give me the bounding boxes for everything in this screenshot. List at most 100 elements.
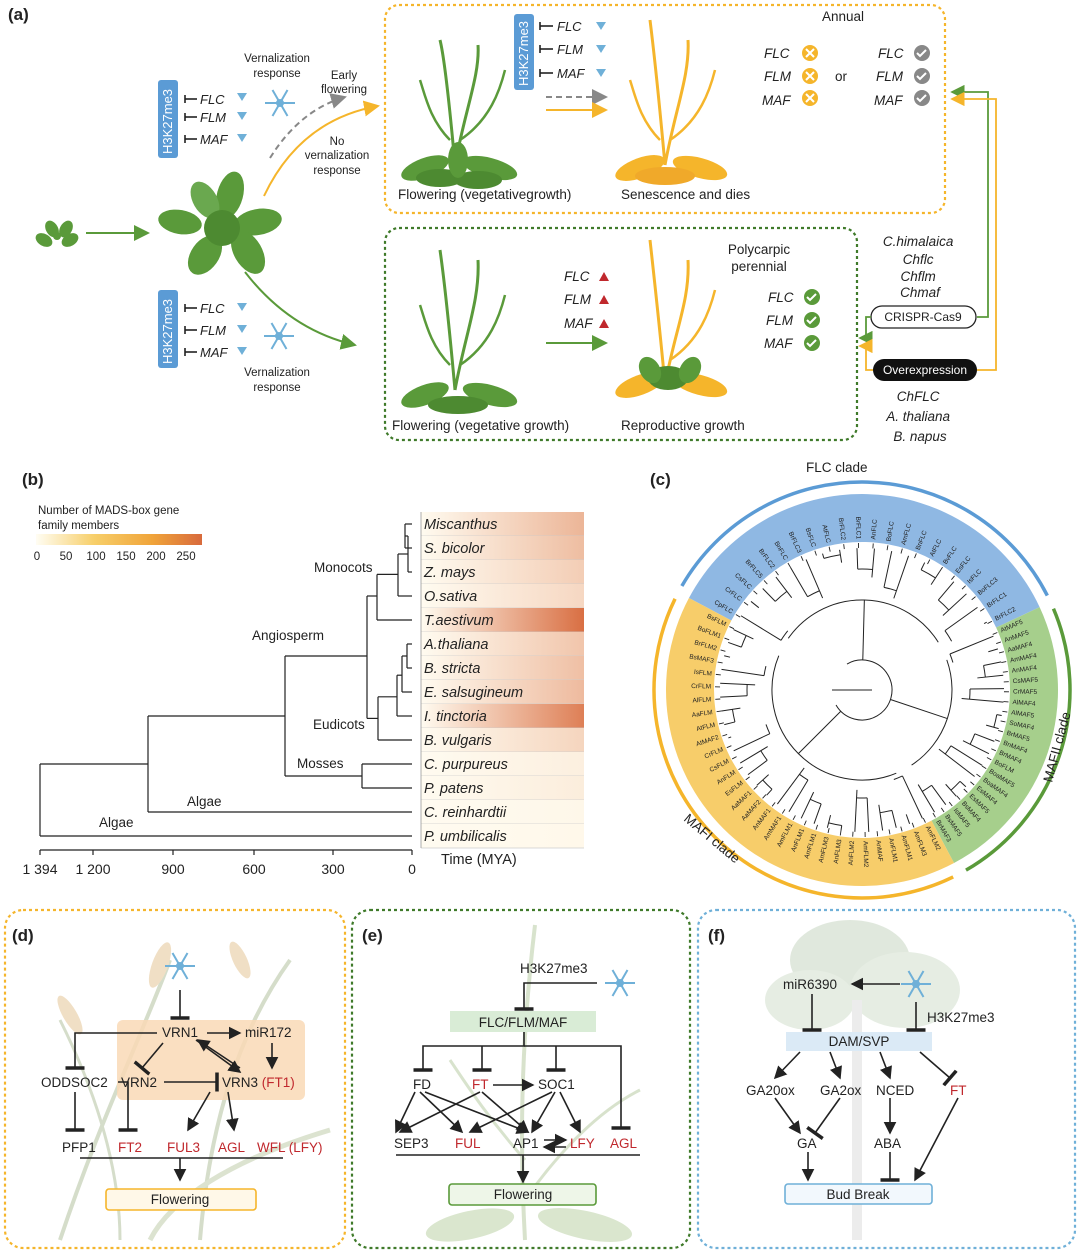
snowflake-icon xyxy=(264,322,294,350)
species-bar xyxy=(421,680,584,704)
species-label: Z. mays xyxy=(423,565,476,581)
clade-mosses: Mosses xyxy=(297,756,344,771)
overexpression-targets: ChFLC A. thaliana B. napus xyxy=(885,389,954,444)
flowering-veg-bottom-label: Flowering (vegetative growth) xyxy=(392,418,569,433)
leaf-label: BrFLC1 xyxy=(854,517,862,540)
species-bar xyxy=(421,752,584,776)
svg-text:MAF: MAF xyxy=(874,93,903,108)
species-bar xyxy=(421,704,584,728)
snowflake-icon xyxy=(901,970,931,998)
or-label: or xyxy=(835,69,848,84)
e-flc-box xyxy=(450,1011,596,1032)
leaf-label: AnMAF xyxy=(874,840,883,862)
svg-text:FLM: FLM xyxy=(876,69,904,84)
e-flowering-label: Flowering xyxy=(494,1187,553,1202)
species-label: S. bicolor xyxy=(424,541,486,557)
leaf-label: AtFLC xyxy=(820,524,831,544)
legend-tick: 0 xyxy=(34,551,40,563)
svg-text:MAF: MAF xyxy=(762,93,791,108)
f-bud-label: Bud Break xyxy=(826,1187,889,1202)
f-h3k27me3: H3K27me3 xyxy=(927,1010,995,1025)
species-bar xyxy=(421,824,584,848)
e-sep3: SEP3 xyxy=(394,1136,429,1151)
leaf-label: AaFLM xyxy=(691,709,713,719)
species-label: P. patens xyxy=(424,781,483,797)
clade-angiosperm: Angiosperm xyxy=(252,628,324,643)
clade-sector xyxy=(688,493,1040,628)
leaf-label: AnFLM1 xyxy=(887,838,899,864)
species-label: Miscanthus xyxy=(424,517,497,533)
legend-tick: 50 xyxy=(60,551,73,563)
svg-text:MAF: MAF xyxy=(200,345,229,360)
svg-text:FLM: FLM xyxy=(766,313,794,328)
e-agl: AGL xyxy=(610,1136,638,1151)
f-nced: NCED xyxy=(876,1083,915,1098)
perennial-box xyxy=(383,226,859,442)
svg-text:MAF: MAF xyxy=(200,132,229,147)
phylo-tree xyxy=(39,523,412,837)
leaf-label: AnFLM2 xyxy=(848,840,857,865)
leaf-label: AnFLC xyxy=(870,519,879,540)
leaf-label: AlMAF4 xyxy=(1012,699,1036,708)
panel-f-box xyxy=(696,908,1077,1250)
reproductive-label: Reproductive growth xyxy=(621,418,745,433)
f-aba: ABA xyxy=(874,1136,901,1151)
svg-text:FLM: FLM xyxy=(557,42,583,57)
f-dam: DAM/SVP xyxy=(829,1034,890,1049)
species-label: A.thaliana xyxy=(423,637,489,653)
tree-background-icon xyxy=(765,920,960,1240)
svg-text:FLC: FLC xyxy=(764,46,790,61)
leaf-label: BoFLC xyxy=(885,521,896,542)
clade-arc xyxy=(652,598,954,900)
clade-algae-2: Algae xyxy=(99,815,134,830)
flc-clade-label: FLC clade xyxy=(806,460,868,475)
species-bar xyxy=(421,560,584,584)
clade-arc xyxy=(680,480,1049,597)
reproductive-plant-icon xyxy=(615,239,728,398)
svg-text:FLM: FLM xyxy=(564,292,592,307)
svg-text:FLC: FLC xyxy=(200,92,225,107)
legend-tick: 250 xyxy=(176,551,195,563)
leaf-label: CsMAF5 xyxy=(1013,677,1039,685)
overexpression-box xyxy=(873,359,977,381)
e-ft: FT xyxy=(472,1077,489,1092)
seedling-icon xyxy=(35,220,79,247)
d-pfp1: PFP1 xyxy=(62,1140,96,1155)
panel-e-box xyxy=(350,908,692,1250)
e-flc: FLC/FLM/MAF xyxy=(479,1015,568,1030)
h3k27me3-block-annual: H3K27me3 FLC FLM MAF xyxy=(514,14,606,90)
species-label: O.sativa xyxy=(424,589,477,605)
overexpression-label: Overexpression xyxy=(883,363,967,377)
snowflake-icon xyxy=(165,952,195,980)
species-label: P. umbilicalis xyxy=(424,829,507,845)
f-ga20: GA20ox xyxy=(746,1083,795,1098)
panel-f-label: (f) xyxy=(708,926,725,945)
leaf-label: AmFLM2 xyxy=(862,841,870,868)
svg-text:FLC: FLC xyxy=(768,290,794,305)
annual-box xyxy=(383,3,947,215)
species-bar xyxy=(421,536,584,560)
species-label: T.aestivum xyxy=(424,613,494,629)
panel-d-box xyxy=(3,908,347,1250)
svg-text:FLC: FLC xyxy=(200,301,225,316)
legend-gradient xyxy=(36,534,202,545)
leaf-label: AnFLM3 xyxy=(833,838,844,864)
time-tick: 0 xyxy=(408,861,416,877)
leaf-label: CrMAF5 xyxy=(1013,689,1038,696)
flowering-plant-icon xyxy=(401,249,518,414)
svg-text:FLC: FLC xyxy=(557,19,582,34)
snowflake-icon xyxy=(605,969,635,997)
leaf-label: IsFLM xyxy=(693,669,712,678)
f-dam-box xyxy=(786,1032,932,1051)
species-bar xyxy=(421,728,584,752)
species-rows: Miscanthus S. bicolor Z. maysO.sativaT.aes… xyxy=(420,512,584,849)
panel-e-label: (e) xyxy=(362,926,383,945)
leaf-label: BsMAF3 xyxy=(689,653,715,665)
leaf-label: AtFLM xyxy=(696,722,716,733)
